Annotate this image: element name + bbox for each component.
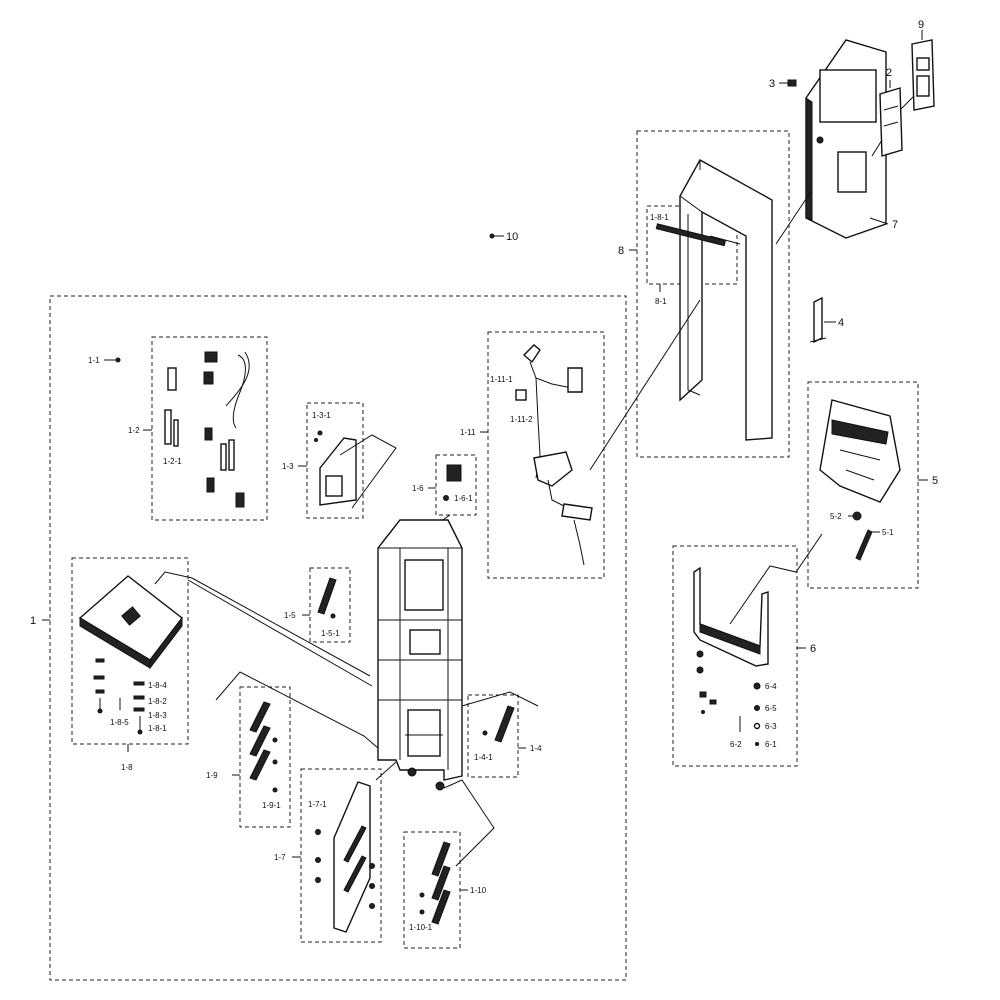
part-5-1-lever bbox=[855, 529, 873, 561]
callout-1-5-1: 1-5-1 bbox=[321, 629, 340, 638]
callout-1-8-3: 1-8-3 bbox=[148, 711, 167, 720]
part-8-door-assembly bbox=[655, 159, 773, 441]
callout-1-8-2: 1-8-2 bbox=[148, 697, 167, 706]
part-1-2-harness-set bbox=[164, 351, 250, 508]
callout-8: 8 bbox=[618, 245, 624, 257]
callout-1-5: 1-5 bbox=[284, 611, 296, 620]
callout-1-11-1: 1-11-1 bbox=[490, 375, 513, 384]
callout-1-10: 1-10 bbox=[470, 886, 487, 895]
group-1-5-box bbox=[309, 567, 351, 643]
callout-1-11-2: 1-11-2 bbox=[510, 415, 533, 424]
part-1-6-module bbox=[443, 464, 462, 501]
callout-1-10-1: 1-10-1 bbox=[409, 923, 433, 932]
part-1-3-bracket bbox=[314, 430, 357, 506]
part-1-10-bins bbox=[419, 841, 451, 925]
callout-5-1: 5-1 bbox=[882, 528, 894, 537]
callout-6-4: 6-4 bbox=[765, 682, 777, 691]
callout-1-2-1: 1-2-1 bbox=[163, 457, 182, 466]
part-1-8-ice-tray bbox=[78, 575, 183, 735]
callout-6-1: 6-1 bbox=[765, 740, 777, 749]
callout-1-9: 1-9 bbox=[206, 771, 218, 780]
callout-1-2: 1-2 bbox=[128, 426, 140, 435]
callout-6-2: 6-2 bbox=[730, 740, 742, 749]
callout-1-1: 1-1 bbox=[88, 356, 100, 365]
callout-5: 5 bbox=[932, 475, 938, 487]
callout-1-8-5: 1-8-5 bbox=[110, 718, 129, 727]
part-10-pin bbox=[489, 233, 504, 239]
callout-7: 7 bbox=[892, 219, 898, 231]
part-6-small-parts bbox=[696, 650, 761, 746]
callout-6-3: 6-3 bbox=[765, 722, 777, 731]
group-1-box bbox=[49, 295, 627, 981]
part-1-1-screw bbox=[104, 357, 121, 363]
group-1-11-box bbox=[487, 331, 605, 579]
callout-1-8-1-door: 1-8-1 bbox=[650, 213, 669, 222]
group-1-3-box bbox=[306, 402, 364, 519]
part-1-7-door-shelf bbox=[315, 781, 375, 933]
group-1-8-box bbox=[71, 557, 189, 745]
callout-6: 6 bbox=[810, 643, 816, 655]
callout-4: 4 bbox=[838, 317, 844, 329]
callout-1-4-1: 1-4-1 bbox=[474, 753, 493, 762]
part-1-9-bins bbox=[249, 701, 278, 793]
part-5-dispenser-housing bbox=[819, 399, 901, 503]
group-6-box bbox=[672, 545, 798, 767]
part-7-front-panel bbox=[805, 39, 887, 239]
callout-1-7: 1-7 bbox=[274, 853, 286, 862]
callout-1-6-1: 1-6-1 bbox=[454, 494, 473, 503]
callout-1-4: 1-4 bbox=[530, 744, 542, 753]
group-1-9-box bbox=[239, 686, 291, 828]
callout-3: 3 bbox=[769, 78, 775, 90]
callout-1-3-1: 1-3-1 bbox=[312, 411, 331, 420]
part-9-display-cover bbox=[911, 39, 935, 111]
part-4-hinge bbox=[809, 296, 827, 344]
part-6-frame bbox=[693, 566, 769, 667]
callout-6-5: 6-5 bbox=[765, 704, 777, 713]
part-2-control-board bbox=[879, 87, 903, 157]
callout-1-6: 1-6 bbox=[412, 484, 424, 493]
part-1-4-rail bbox=[482, 705, 515, 743]
group-5-box bbox=[807, 381, 919, 589]
group-8-box bbox=[636, 130, 790, 458]
callout-2: 2 bbox=[886, 67, 892, 79]
callout-10: 10 bbox=[506, 231, 518, 243]
callout-1-8-4: 1-8-4 bbox=[148, 681, 167, 690]
part-3-screw bbox=[787, 79, 797, 87]
part-5-2-knob bbox=[852, 511, 862, 521]
part-1-11-water-tubing bbox=[515, 344, 593, 566]
callout-1-3: 1-3 bbox=[282, 462, 294, 471]
callout-1-8-1: 1-8-1 bbox=[148, 724, 167, 733]
callout-5-2: 5-2 bbox=[830, 512, 842, 521]
callout-1-11: 1-11 bbox=[460, 428, 476, 437]
callout-1: 1 bbox=[30, 615, 36, 627]
callout-1-7-1: 1-7-1 bbox=[308, 800, 327, 809]
group-1-2-box bbox=[151, 336, 268, 521]
callout-1-8: 1-8 bbox=[121, 763, 133, 772]
callout-1-9-1: 1-9-1 bbox=[262, 801, 281, 810]
callout-9: 9 bbox=[918, 19, 924, 31]
part-1-5-rail bbox=[317, 577, 337, 619]
group-1-4-box bbox=[467, 694, 519, 778]
part-cabinet-main bbox=[377, 519, 463, 791]
group-1-6-box bbox=[435, 454, 477, 516]
callout-8-1: 8-1 bbox=[655, 297, 667, 306]
